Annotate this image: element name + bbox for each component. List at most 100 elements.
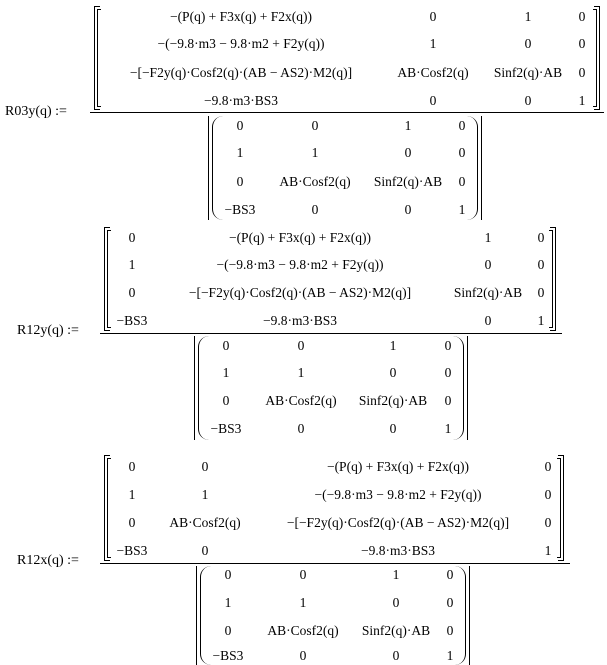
matrix-cell: 1 [311,145,319,160]
matrix-cell: 0 [201,459,209,474]
matrix-cell: −9.8·m3·BS3 [263,313,337,328]
matrix-cell: 1 [446,648,454,663]
matrix-cell: 1 [128,257,136,272]
matrix-cell: 0 [524,36,532,51]
matrix-cell: 0 [128,285,136,300]
matrix-cell: 1 [297,365,305,380]
matrix-cell: 0 [297,421,305,436]
matrix-cell: 0 [458,118,466,133]
matrix-cell: −(−9.8·m3 − 9.8·m2 + F2y(q)) [314,487,482,502]
denominator-matrix [208,116,482,220]
matrix-cell: AB·Cosf2(q) [169,515,241,530]
matrix-cell: 0 [484,257,492,272]
matrix-cell: Sinf2(q)·AB [361,623,431,638]
matrix-cell: 1 [128,487,136,502]
matrix-cell: 0 [222,338,230,353]
matrix-cell: 0 [404,145,412,160]
denominator-matrix [194,336,468,440]
matrix-cell: −(−9.8·m3 − 9.8·m2 + F2y(q)) [157,36,325,51]
matrix-cell: 0 [537,257,545,272]
matrix-cell: −BS3 [210,421,242,436]
matrix-cell: 0 [236,118,244,133]
matrix-cell: −[−F2y(q)·Cosf2(q)·(AB − AS2)·M2(q)] [286,515,510,530]
matrix-cell: 0 [578,9,586,24]
matrix-cell: 1 [429,36,437,51]
matrix-cell: 1 [524,9,532,24]
matrix-cell: 0 [537,285,545,300]
matrix-cell: 0 [578,36,586,51]
matrix-cell: −[−F2y(q)·Cosf2(q)·(AB − AS2)·M2(q)] [129,65,353,80]
matrix-cell: 0 [458,145,466,160]
fraction-bar [100,563,570,564]
matrix-cell: 1 [537,313,545,328]
matrix-cell: 1 [201,487,209,502]
matrix-cell: 0 [222,393,230,408]
matrix-cell: Sinf2(q)·AB [493,65,563,80]
matrix-cell: Sinf2(q)·AB [358,393,428,408]
matrix-cell: 1 [222,365,230,380]
matrix-cell: 0 [458,174,466,189]
matrix-cell: 1 [392,567,400,582]
matrix-cell: Sinf2(q)·AB [453,285,523,300]
matrix-cell: 0 [299,648,307,663]
matrix-cell: 0 [537,230,545,245]
matrix-cell: 1 [484,230,492,245]
matrix-cell: AB·Cosf2(q) [267,623,339,638]
matrix-cell: AB·Cosf2(q) [265,393,337,408]
matrix-cell: 0 [311,118,319,133]
matrix-cell: 0 [392,595,400,610]
matrix-cell: 0 [389,421,397,436]
matrix-cell: −(P(q) + F3x(q) + F2x(q)) [326,459,470,474]
matrix-cell: 1 [458,202,466,217]
matrix-cell: 1 [236,145,244,160]
matrix-cell: 0 [446,595,454,610]
matrix-cell: AB·Cosf2(q) [397,65,469,80]
matrix-cell: −(−9.8·m3 − 9.8·m2 + F2y(q)) [216,257,384,272]
matrix-cell: 1 [578,93,586,108]
denominator-matrix [196,566,470,665]
matrix-cell: −9.8·m3·BS3 [204,93,278,108]
fraction-bar [100,333,562,334]
matrix-cell: 0 [404,202,412,217]
matrix-cell: 0 [484,313,492,328]
matrix-cell: −BS3 [212,648,244,663]
matrix-cell: 0 [544,515,552,530]
matrix-cell: −(P(q) + F3x(q) + F2x(q)) [169,9,313,24]
matrix-cell: 1 [299,595,307,610]
matrix-cell: 1 [389,338,397,353]
matrix-cell: 1 [444,421,452,436]
matrix-cell: 0 [444,338,452,353]
matrix-cell: 0 [444,365,452,380]
matrix-cell: −BS3 [224,202,256,217]
matrix-cell: 0 [429,9,437,24]
matrix-cell: −BS3 [116,313,148,328]
equation-label: R03y(q) := [5,104,67,119]
matrix-cell: −[−F2y(q)·Cosf2(q)·(AB − AS2)·M2(q)] [188,285,412,300]
matrix-cell: 0 [297,338,305,353]
matrix-cell: −BS3 [116,543,148,558]
matrix-cell: Sinf2(q)·AB [373,174,443,189]
matrix-cell: 0 [446,623,454,638]
numerator-matrix [94,6,600,110]
equation-label: R12x(q) := [17,553,79,568]
matrix-cell: 0 [524,93,532,108]
matrix-cell: 0 [201,543,209,558]
matrix-cell: 0 [444,393,452,408]
matrix-cell: 0 [128,459,136,474]
matrix-cell: 0 [224,623,232,638]
matrix-cell: 0 [544,487,552,502]
matrix-cell: 0 [544,459,552,474]
matrix-cell: 0 [578,65,586,80]
matrix-cell: 0 [224,567,232,582]
matrix-cell: 0 [389,365,397,380]
matrix-cell: AB·Cosf2(q) [279,174,351,189]
matrix-cell: 0 [236,174,244,189]
matrix-cell: −(P(q) + F3x(q) + F2x(q)) [228,230,372,245]
matrix-cell: 0 [128,230,136,245]
matrix-cell: 0 [446,567,454,582]
matrix-cell: −9.8·m3·BS3 [361,543,435,558]
matrix-cell: 0 [128,515,136,530]
matrix-cell: 1 [224,595,232,610]
equation-label: R12y(q) := [17,323,79,338]
numerator-matrix [104,455,564,561]
